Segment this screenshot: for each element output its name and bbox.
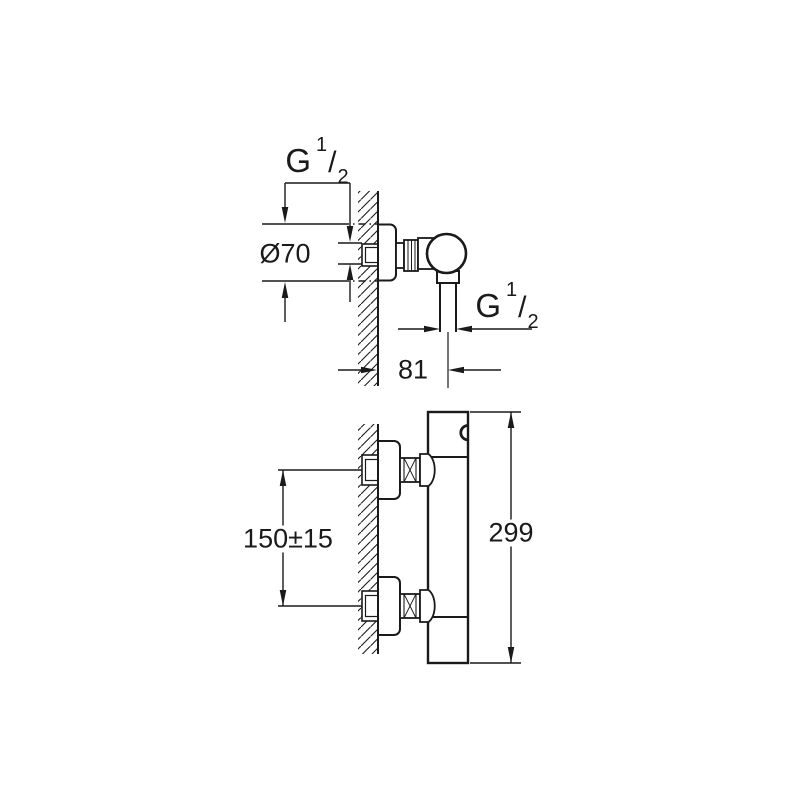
escutcheon-flange xyxy=(377,440,401,500)
dim-arrow-right xyxy=(361,366,377,374)
body-height-label: 299 xyxy=(485,519,537,547)
thread-slash: / xyxy=(518,291,527,324)
escutcheon-flange xyxy=(377,223,397,282)
dim-arrow-down xyxy=(346,226,354,242)
escutcheon-diameter-label: Ø70 xyxy=(256,240,314,268)
thread-base: G xyxy=(475,287,502,324)
escutcheon-flange xyxy=(377,576,401,636)
dim-arrow-up xyxy=(281,282,289,298)
union-nut-knurl xyxy=(403,593,417,619)
handle-knob xyxy=(425,232,468,275)
inlet-nipple xyxy=(419,453,436,487)
wall-hatching xyxy=(358,191,378,386)
thread-base: G xyxy=(285,142,312,179)
dim-arrow-up xyxy=(279,470,287,486)
dim-arrow-down xyxy=(279,590,287,606)
faucet-body xyxy=(426,410,470,665)
union-nut-knurl xyxy=(403,457,417,483)
connection-spacing-label: 150±15 xyxy=(240,525,336,553)
dim-arrow-right xyxy=(424,325,440,333)
union-ring xyxy=(395,242,405,269)
dim-arrow-up xyxy=(346,264,354,280)
wall-to-outlet-distance-label: 81 xyxy=(394,356,432,384)
dim-arrow-down xyxy=(281,207,289,223)
dim-arrow-left xyxy=(448,366,464,374)
thread-slash: / xyxy=(328,146,337,179)
inlet-nipple xyxy=(419,589,436,623)
side-view-object xyxy=(338,191,468,388)
side-view-dimensions xyxy=(262,182,532,374)
dim-arrow-down xyxy=(507,647,515,663)
thread-numerator: 1 xyxy=(316,134,328,156)
thread-denominator: 2 xyxy=(527,311,539,334)
dim-arrow-up xyxy=(507,412,515,428)
front-view-object xyxy=(358,410,470,665)
safestop-button xyxy=(459,424,469,442)
thread-denominator: 2 xyxy=(337,166,349,189)
dim-arrow-left xyxy=(456,325,472,333)
thread-numerator: 1 xyxy=(506,279,518,301)
